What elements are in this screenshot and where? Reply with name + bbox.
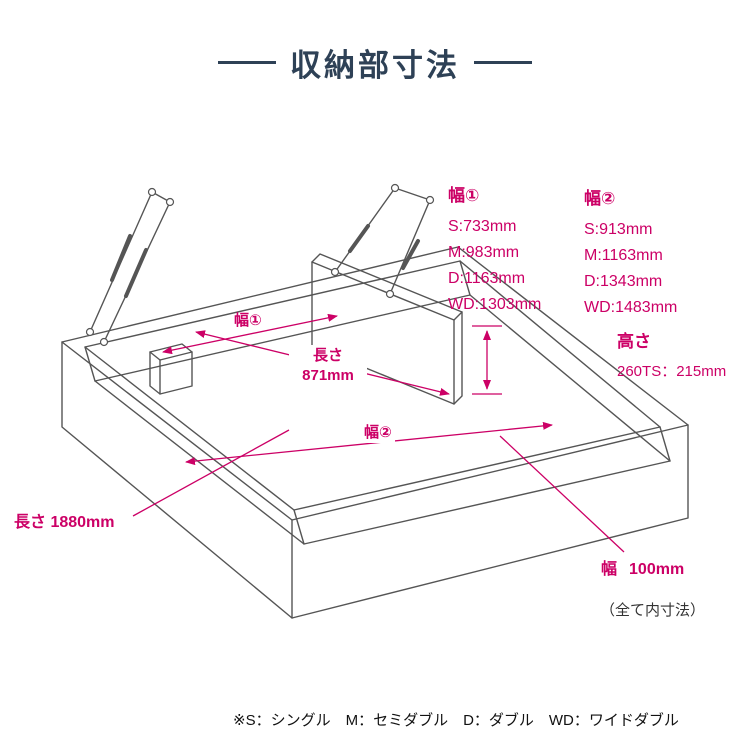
width2-spec-heading: 幅② <box>584 189 616 208</box>
label-length-871-value: 871mm <box>302 367 354 384</box>
height-spec-value: 260TS：215mm <box>617 363 727 380</box>
height-spec-heading: 高さ <box>617 332 651 351</box>
spec-row: S:733mm <box>448 218 517 235</box>
spec-row: WD:1303mm <box>448 296 542 313</box>
label-length-871: 長さ 871mm <box>289 345 367 387</box>
spec-row: M:983mm <box>448 244 520 261</box>
page-title-row: 収納部寸法 <box>0 40 750 85</box>
size-legend-footnote: ※S：シングル M：セミダブル D：ダブル WD：ワイドダブル <box>233 712 679 729</box>
spec-row: S:913mm <box>584 221 653 238</box>
label-rim-width: 幅 100mm <box>601 555 684 579</box>
spec-row: D:1163mm <box>448 270 526 287</box>
dim-width2-arrow <box>185 421 553 466</box>
label-width2: 幅② <box>361 420 395 443</box>
label-rim-width-value: 100mm <box>629 561 685 578</box>
leader-rim-width <box>499 435 625 553</box>
label-length-871-title: 長さ <box>312 347 343 364</box>
label-length-1880: 長さ 1880mm <box>14 514 115 531</box>
title-rule-right <box>474 61 532 64</box>
spec-row: WD:1483mm <box>584 299 678 316</box>
width1-spec-heading: 幅① <box>448 186 480 205</box>
leader-length-total <box>132 429 290 517</box>
spec-row: M:1163mm <box>584 247 663 264</box>
height-spec-block: 高さ 260TS：215mm <box>617 327 726 381</box>
spec-row: D:1343mm <box>584 273 663 290</box>
width1-spec-block: 幅① S:733mm M:983mm D:1163mm WD:1303mm <box>448 181 541 318</box>
lift-strut-right <box>330 183 435 299</box>
lift-strut-left <box>85 187 175 347</box>
page-title: 収納部寸法 <box>290 48 460 83</box>
dim-height-arrow <box>472 325 502 395</box>
label-width1: 幅① <box>234 312 262 329</box>
width2-spec-block: 幅② S:913mm M:1163mm D:1343mm WD:1483mm <box>584 184 677 321</box>
title-rule-left <box>218 61 276 64</box>
label-rim-width-title: 幅 <box>601 561 618 578</box>
inner-dimensions-note: （全て内寸法） <box>600 602 706 619</box>
head-mount-rail <box>149 343 193 395</box>
